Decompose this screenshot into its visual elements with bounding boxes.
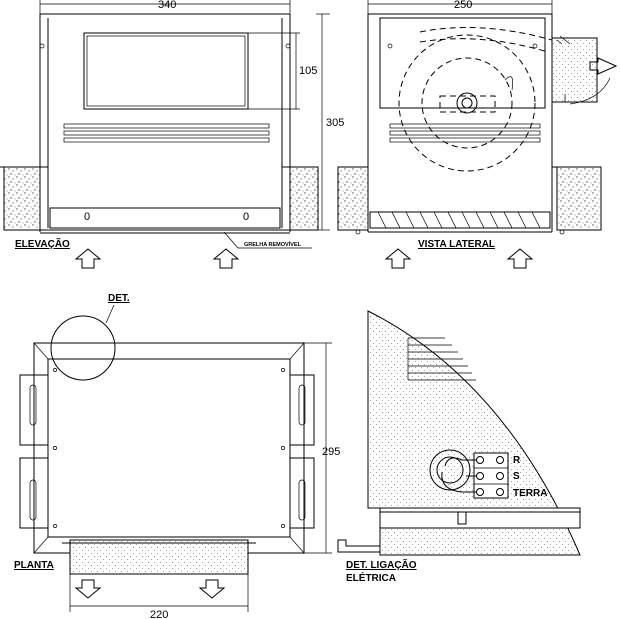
airflow-arrow-up-icon (384, 248, 412, 269)
airflow-arrow-up-icon (74, 248, 102, 269)
dim-elevation-height: 305 (326, 117, 344, 129)
dim-plan-height: 295 (322, 446, 340, 458)
airflow-arrow-down-icon (74, 579, 102, 599)
side-view-label: VISTA LATERAL (418, 239, 495, 250)
elevation-label: ELEVAÇÃO (15, 237, 70, 250)
elevation-view: 340 105 0 0 305 (0, 0, 344, 269)
detail-label: DET. (108, 293, 130, 304)
electrical-detail-label-line2: ELÉTRICA (346, 571, 396, 584)
dim-lateral-width: 250 (454, 0, 472, 11)
airflow-arrow-up-icon (506, 248, 534, 269)
removable-grille-label: GRELHA REMOVÍVEL (244, 240, 302, 248)
grille-mark-right: 0 (243, 211, 249, 223)
electrical-detail: R S TERRA DET. LIGAÇÃO ELÉTRICA (337, 310, 581, 584)
dim-elevation-panel-height: 105 (299, 65, 317, 77)
terminal-s-label: S (513, 471, 520, 482)
terminal-earth-label: TERRA (513, 488, 547, 499)
grille-mark-left: 0 (84, 211, 90, 223)
airflow-arrow-down-icon (198, 579, 226, 599)
electrical-detail-label-line1: DET. LIGAÇÃO (346, 558, 417, 571)
airflow-arrow-up-icon (212, 248, 240, 269)
side-view: 250 (337, 0, 618, 269)
terminal-r-label: R (513, 455, 521, 466)
dim-plan-bottom-width: 220 (150, 609, 168, 619)
plan-view: DET. 295 220 PLANTA (14, 293, 340, 619)
outlet-arrow-icon (589, 57, 618, 75)
plan-label: PLANTA (14, 560, 54, 571)
dim-elevation-width: 340 (158, 0, 176, 11)
